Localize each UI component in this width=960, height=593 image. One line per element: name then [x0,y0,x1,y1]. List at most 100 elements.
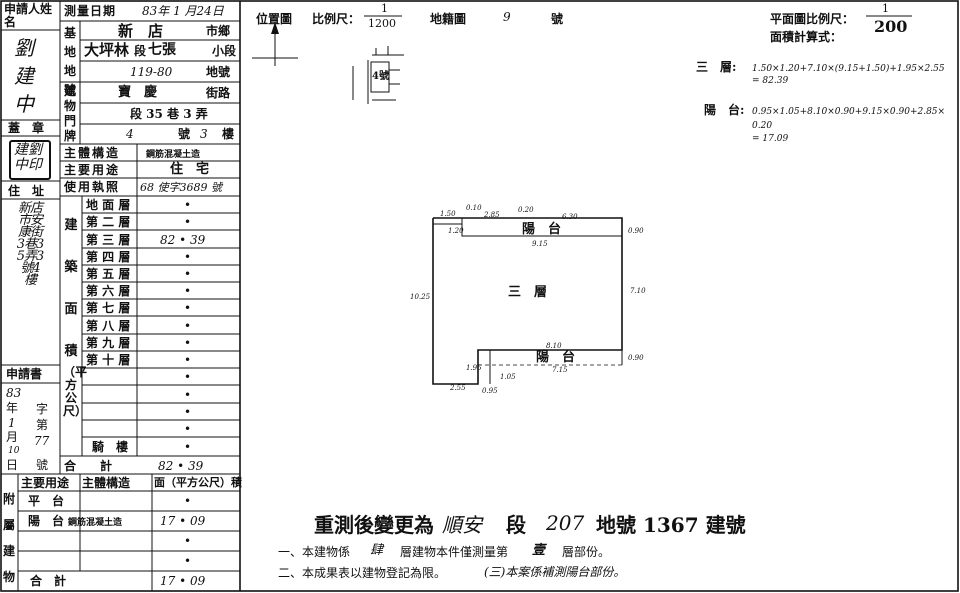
door-label: 建物門牌 [63,84,76,143]
floor-label: 第 八 層 [86,319,131,333]
plan-floor3-label: 三 層 [508,285,548,300]
apply-hao-label: 號 [36,458,49,472]
floor-value: • [184,440,192,454]
subsection-suffix: 小段 [212,44,237,58]
apply-year-label: 年 [6,401,19,415]
floor-label: 第 十 層 [86,353,131,367]
use-label: 主要用途 [64,163,121,177]
survey-date-value: 83年 1 月24日 [142,4,224,18]
dim-label: 8.10 [546,342,562,350]
remark-main-lot: 207 [546,511,585,535]
structure-label: 主體構造 [64,146,121,160]
location-map [352,46,404,104]
annex-structure: 鋼筋混凝土造 [68,518,123,528]
seal-text: 建劉中印 [14,142,42,173]
applicant-label: 申請人姓名 [4,2,53,29]
dim-label: 0.20 [518,206,534,214]
annex-value: • [184,554,192,568]
calc-balcony-line2: 0.20 [752,121,773,131]
floor-label: 第 五 層 [86,267,131,281]
note1-prefix: 一、本建物係 [278,545,351,559]
apply-doc-label: 申請書 [6,367,43,381]
note1-floors: 肆 [370,543,384,558]
floor-label: 第 七 層 [86,301,131,315]
survey-date-label: 測量日期 [64,4,117,18]
dim-label: 7.15 [552,366,568,374]
annex-header-area: 面（平方公尺）積 [154,476,242,489]
section-value: 大坪林 [84,41,130,59]
floor-value: • [184,198,192,212]
section-suffix: 段 [134,44,147,58]
plan-scale-num: 1 [882,2,889,15]
annex-header-use: 主要用途 [21,476,70,490]
lot-no: 119-80 [130,65,173,79]
dim-label: 2.85 [484,211,500,219]
street-suffix: 街路 [206,86,231,100]
dim-label: 0.10 [466,204,482,212]
floor-value: 82 • 39 [160,233,206,247]
apply-di-label: 第 [36,418,49,432]
annex-use: 平 台 [28,494,65,508]
floor-value: • [184,250,192,264]
floor-value: 3 [200,127,208,141]
floor-value: • [184,353,192,367]
plan-scale-label: 平面圖比例尺： [770,12,855,26]
dim-label: 9.15 [532,240,548,248]
plan-scale-den: 200 [874,17,908,36]
floor-value: • [184,370,192,384]
dim-label: 7.10 [630,287,646,295]
floor-plan [432,217,623,385]
floor-label: 地 面 層 [86,198,131,212]
dim-label: 0.95 [482,387,498,395]
dim-label: 1.95 [466,364,482,372]
address-value: 新店市安康街3巷35弄3號4樓 [16,201,45,288]
dim-label: 0.90 [628,227,644,235]
remark-main-section: 順安 [442,513,482,537]
floor-value: • [184,267,192,281]
plan-balcony-top-label: 陽 台 [522,222,562,237]
plan-balcony-bottom-label: 陽 台 [536,350,576,365]
floor-label: 第 三 層 [86,233,131,247]
dim-label: 2.55 [450,384,466,392]
floor-value: • [184,422,192,436]
remark-main-suffix: 地號 1367 建號 [596,513,746,537]
floor-value: • [184,284,192,298]
note2-prefix: 二、本成果表以建物登記為限。 [278,566,447,580]
number-suffix: 號 [178,127,191,141]
loc-scale-label: 比例尺： [312,12,361,26]
cadastral-suffix: 號 [551,12,564,26]
calc-balcony-line3: = 17.09 [752,134,789,144]
permit-value: 68 使字3689 號 [140,181,222,194]
floor-suffix: 樓 [222,127,235,141]
segment-line: 段 35 巷 3 弄 [130,107,208,121]
note1-suffix: 層部份。 [562,545,611,559]
number-value: 4 [126,127,134,141]
apply-day-label: 日 [6,458,19,472]
dim-label: 1.20 [448,227,464,235]
apply-no: 77 [34,434,50,448]
apply-month: 1 [8,416,16,430]
use-value: 住 宅 [170,162,210,177]
dim-label: 10.25 [410,293,431,301]
city-value: 新 店 [118,22,164,40]
note1-mid: 層建物本件僅測量第 [400,545,509,559]
note1-floor: 壹 [532,543,546,558]
land-label: 基地地號 [63,26,76,97]
annex-header-structure: 主體構造 [82,476,131,490]
floor-value: • [184,319,192,333]
loc-scale-num: 1 [381,2,388,15]
area-vertical-label: 建築面積 [64,218,78,359]
remark-main-prefix: 重測後變更為 [314,513,434,537]
subsection-value: 七張 [148,42,176,58]
calc-floor3-line2: = 82.39 [752,76,789,86]
dim-label: 1.50 [440,210,456,218]
floor-label: 騎 樓 [92,440,129,454]
calc-floor3-line1: 1.50×1.20+7.10×(9.15+1.50)+1.95×2.55 [752,64,945,74]
loc-scale-den: 1200 [368,17,396,30]
floor-label: 第 六 層 [86,284,131,298]
seal-label: 蓋 章 [8,121,45,135]
location-map-label: 位置圖 [256,12,293,26]
loc-lot-label: 4號 [372,71,389,82]
